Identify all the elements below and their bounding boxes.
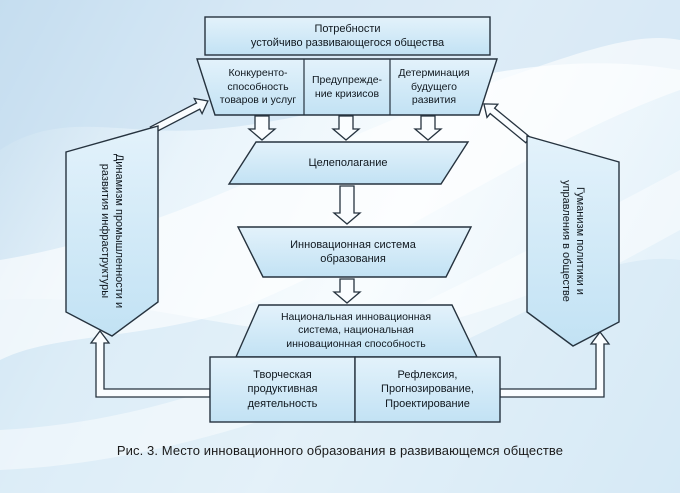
arrow-up-right-diagonal [483, 103, 532, 144]
goal-setting-shape [227, 141, 470, 185]
reflection-box-shape [354, 356, 501, 423]
arrow-up-left-diagonal [149, 97, 209, 134]
needs-box-shape [204, 16, 491, 56]
national-system-shape [234, 304, 479, 358]
humanism-shape [526, 135, 620, 347]
creative-activity-box-shape [209, 356, 356, 423]
education-system-shape [236, 226, 473, 278]
arrow-elbow-right [499, 330, 611, 398]
industry-dynamism-shape [65, 125, 159, 337]
arrow-down-crisis [331, 115, 361, 141]
requirements-row-shape [196, 58, 498, 116]
arrow-down-goal-to-education [332, 185, 362, 225]
arrow-down-education-to-national [332, 278, 362, 304]
arrow-down-competitiveness [247, 115, 277, 141]
arrow-elbow-left [89, 329, 211, 398]
background-swoosh-white-2 [0, 170, 680, 470]
arrow-down-determination [413, 115, 443, 141]
